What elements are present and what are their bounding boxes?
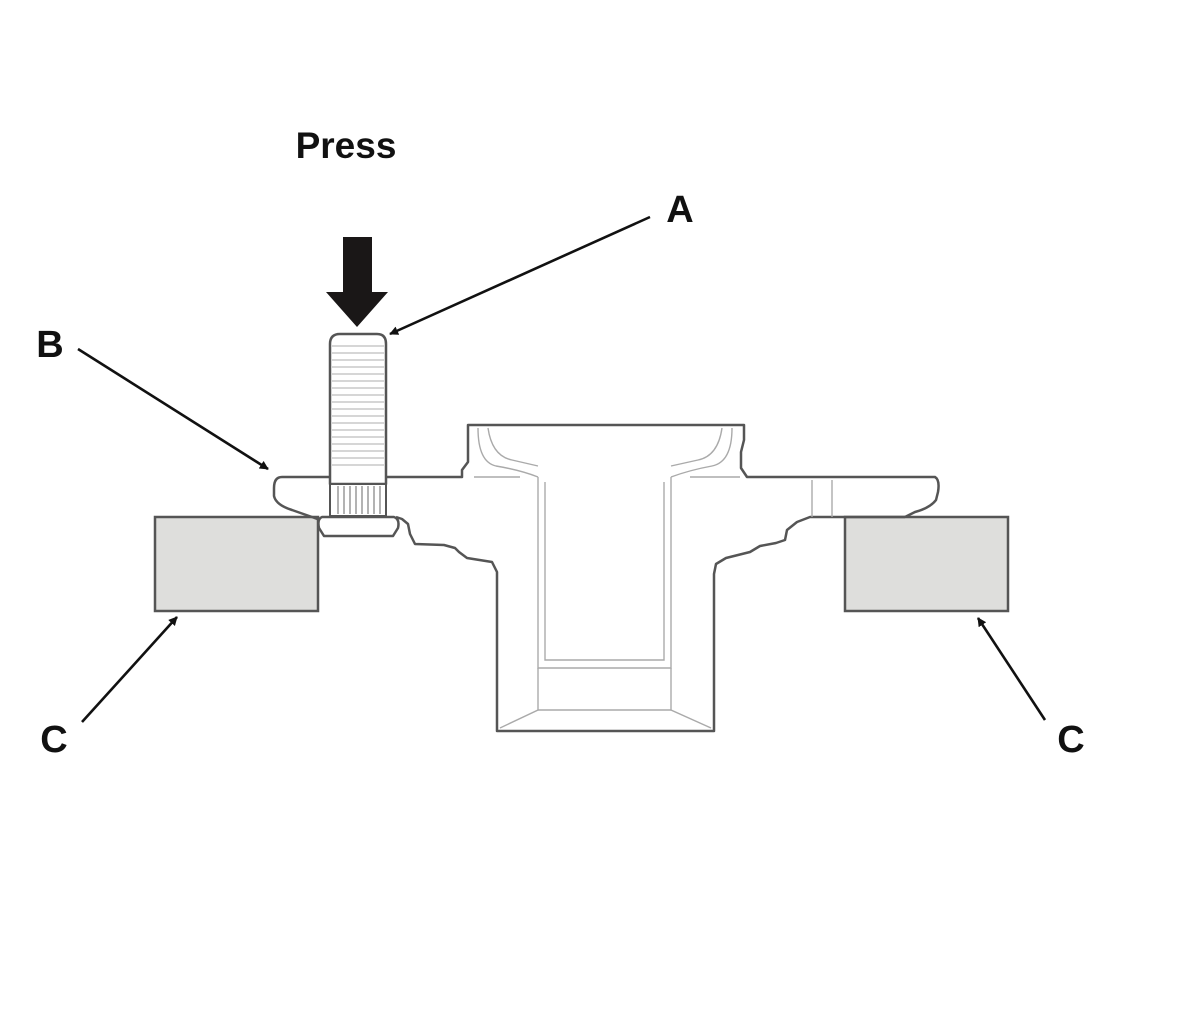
label-b: B bbox=[36, 324, 63, 366]
label-c-left: C bbox=[40, 719, 67, 761]
press-label: Press bbox=[296, 125, 397, 166]
hub-body bbox=[272, 423, 940, 733]
wheel-stud bbox=[317, 332, 400, 538]
leader-line-c-left bbox=[81, 616, 178, 723]
label-a: A bbox=[666, 189, 693, 231]
label-c-right: C bbox=[1057, 719, 1084, 761]
support-block-left bbox=[153, 515, 320, 613]
leader-line-b bbox=[77, 347, 269, 471]
press-arrow bbox=[326, 237, 388, 327]
leader-line-c-right bbox=[976, 617, 1047, 721]
leader-line-a bbox=[389, 215, 651, 336]
support-block-right bbox=[843, 515, 1010, 613]
